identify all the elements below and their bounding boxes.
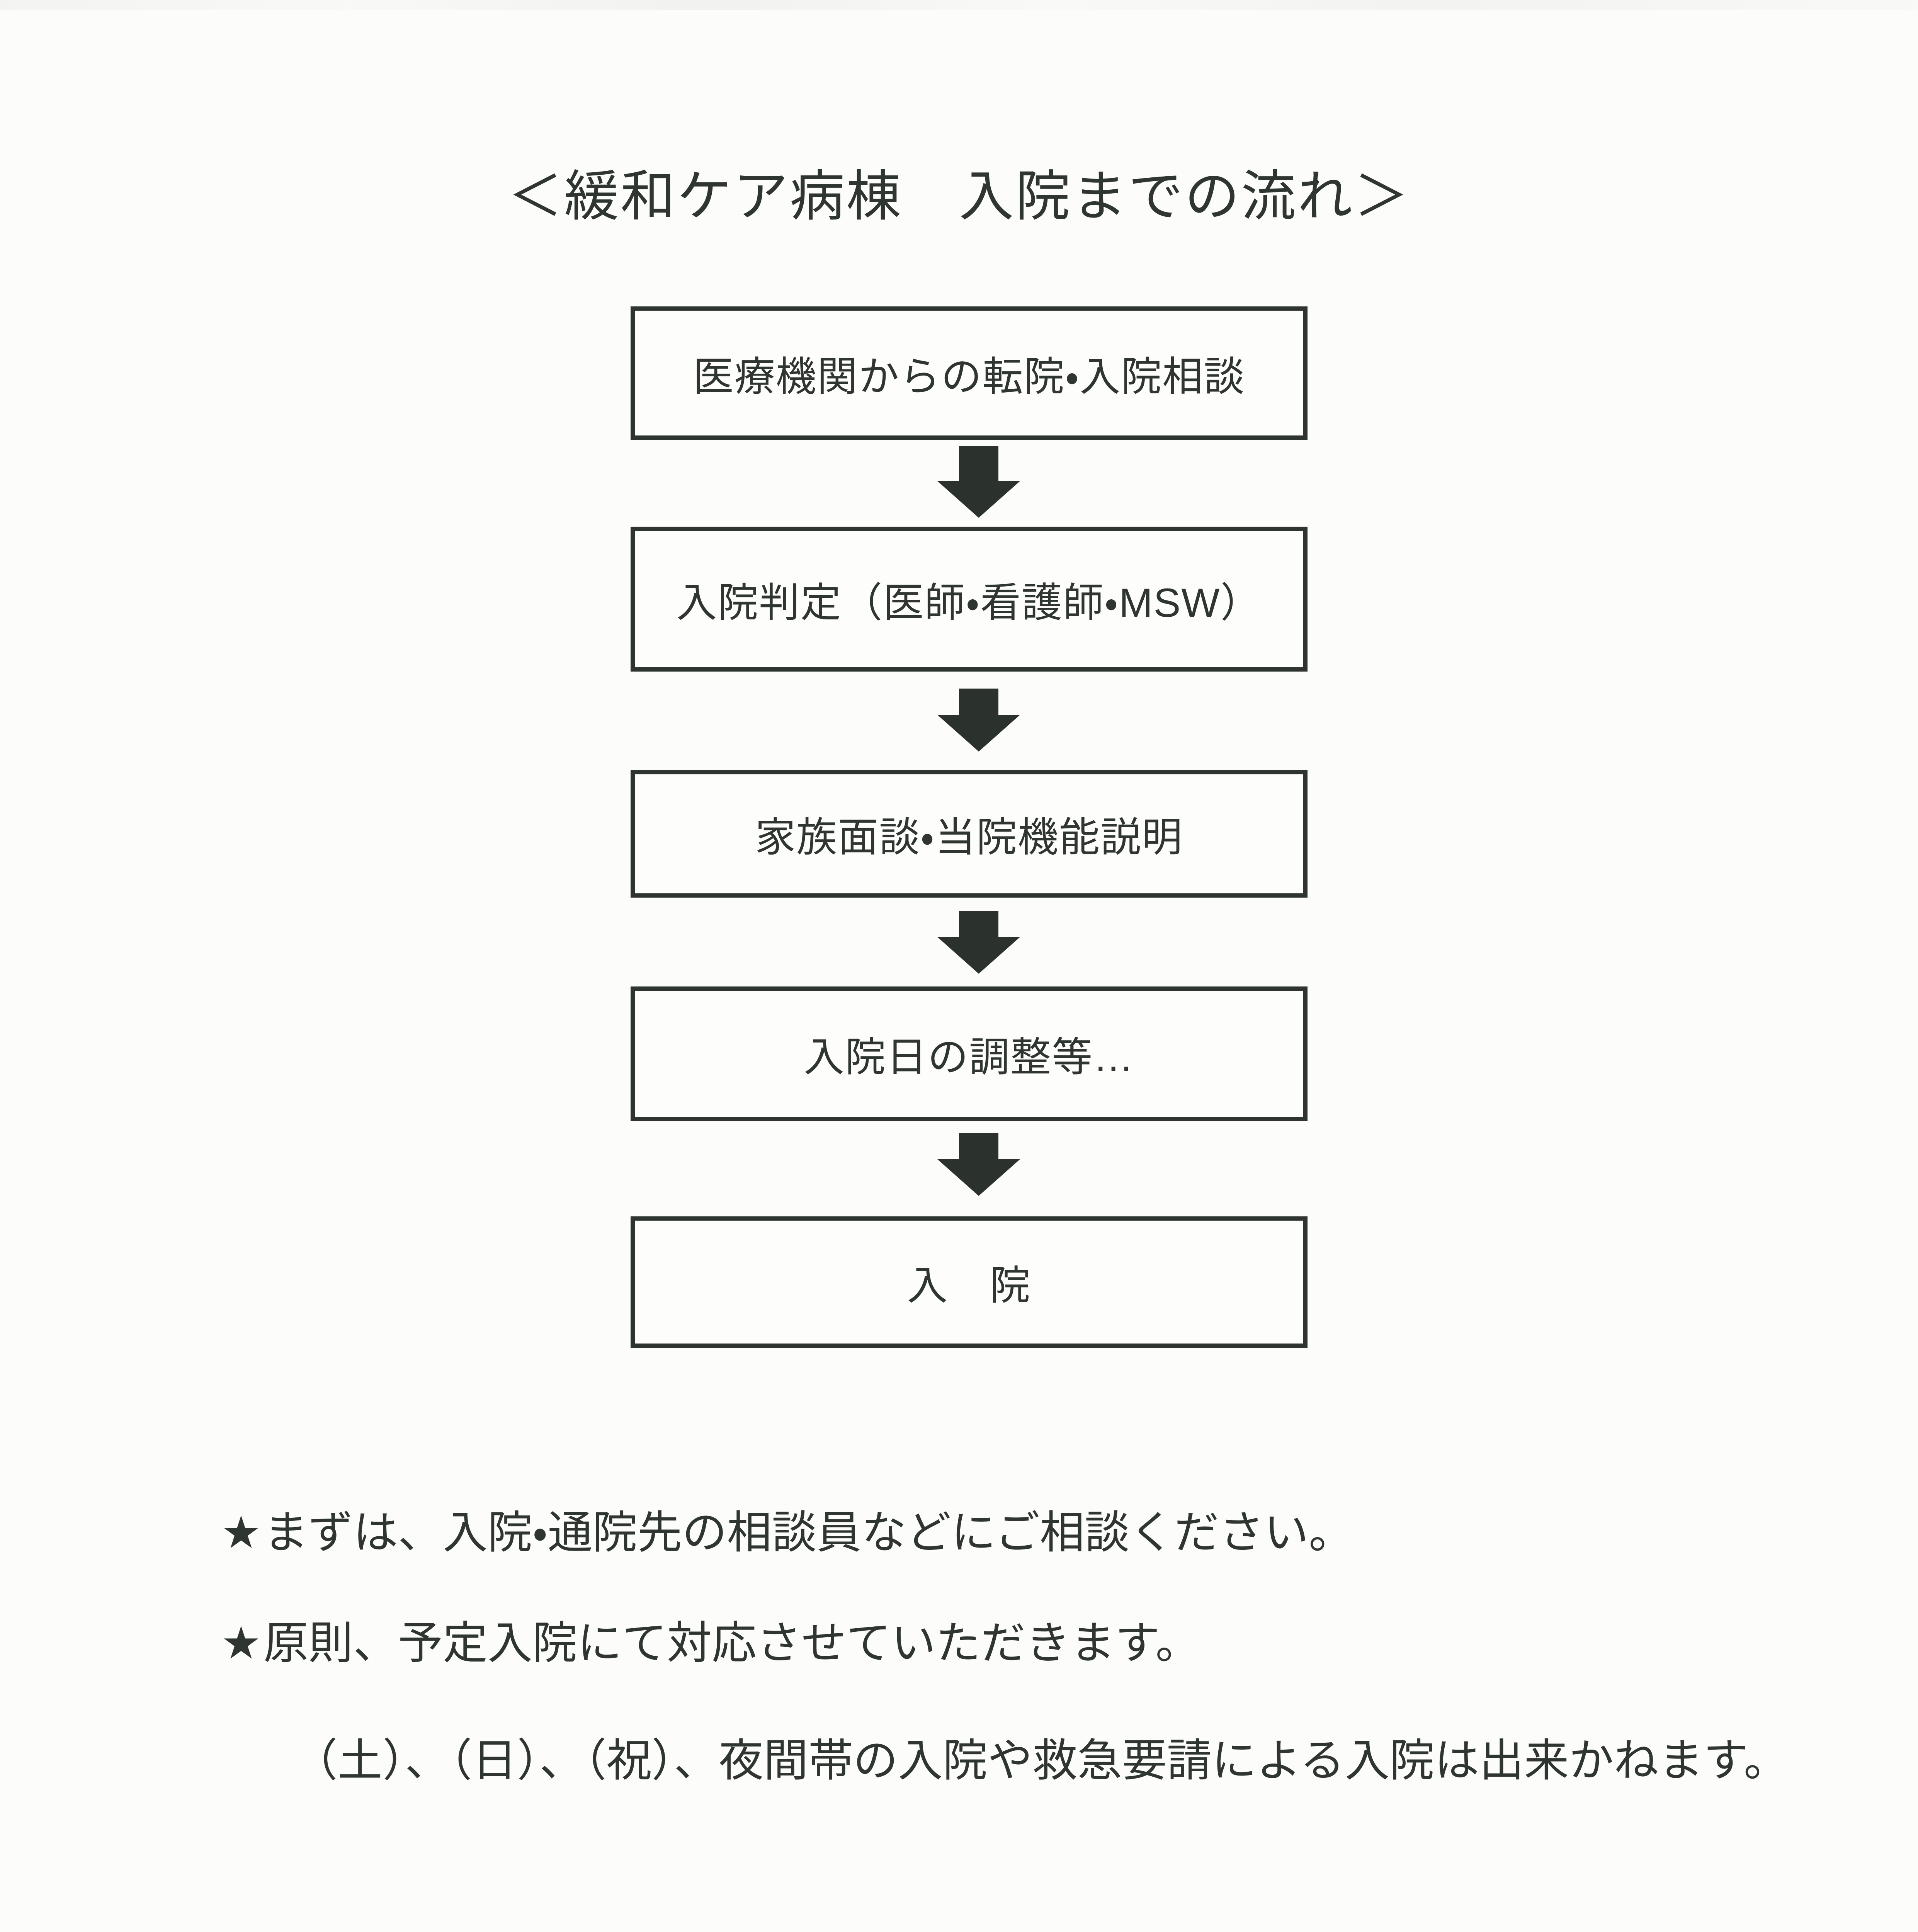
note-line: （土）、（日）、（祝）、夜間帯の入院や救急要請による入院は出来かねます。 <box>293 1724 1789 1789</box>
arrow-head <box>937 937 1020 974</box>
arrow-head <box>937 1159 1020 1196</box>
down-arrow-icon <box>937 911 1020 974</box>
arrow-stem <box>959 911 998 937</box>
scan-noise-band <box>0 0 1918 10</box>
note-text: まずは、入院・通院先の相談員などにご相談ください。 <box>264 1507 1354 1558</box>
note-line: ★原則、予定入院にて対応させていただきます。 <box>221 1607 1200 1672</box>
note-text: （土）、（日）、（祝）、夜間帯の入院や救急要請による入院は出来かねます。 <box>293 1735 1789 1786</box>
arrow-stem <box>959 689 998 715</box>
star-icon: ★ <box>221 1507 261 1558</box>
flow-step-label: 医療機関からの転院・入院相談 <box>693 354 1245 400</box>
star-icon: ★ <box>221 1618 261 1668</box>
arrow-stem <box>959 1133 998 1159</box>
flow-step-family-interview: 家族面談・当院機能説明 <box>631 770 1308 898</box>
down-arrow-icon <box>937 446 1020 518</box>
flow-step-schedule-adjustment: 入院日の調整等… <box>631 986 1308 1121</box>
note-text: 原則、予定入院にて対応させていただきます。 <box>264 1618 1200 1668</box>
arrow-head <box>937 715 1020 752</box>
arrow-stem <box>959 446 998 481</box>
arrow-head <box>937 481 1020 518</box>
flow-step-label: 入院日の調整等… <box>803 1035 1134 1080</box>
flow-step-label: 入院判定（医師・看護師・MSW） <box>676 580 1262 626</box>
flow-step-judgement: 入院判定（医師・看護師・MSW） <box>631 527 1308 672</box>
flow-step-admission: 入 院 <box>631 1216 1308 1348</box>
flow-step-label: 家族面談・当院機能説明 <box>755 815 1183 860</box>
down-arrow-icon <box>937 689 1020 752</box>
flow-step-consultation: 医療機関からの転院・入院相談 <box>631 306 1308 440</box>
flow-step-label: 入 院 <box>907 1263 1031 1308</box>
page-title: ＜緩和ケア病棟 入院までの流れ＞ <box>508 166 1410 227</box>
down-arrow-icon <box>937 1133 1020 1196</box>
note-line: ★まずは、入院・通院先の相談員などにご相談ください。 <box>221 1496 1353 1561</box>
